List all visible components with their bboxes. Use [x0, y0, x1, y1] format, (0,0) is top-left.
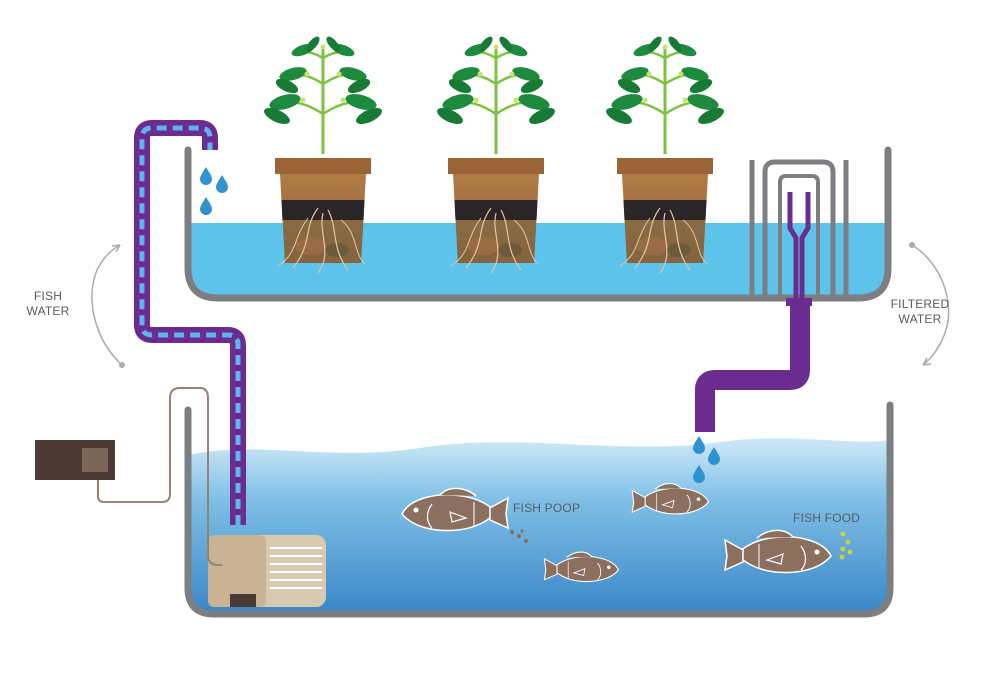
- power-cord: [97, 387, 222, 566]
- cycle-arrow-icon: [91, 244, 125, 368]
- fish-food-pellets: [839, 531, 853, 560]
- cycle-arrow-icon: [909, 242, 950, 366]
- return-pipe: [695, 304, 810, 432]
- fish-water-label-line2: WATER: [26, 304, 70, 318]
- fish-poop-specks: [510, 529, 528, 543]
- filtered-water-label: FILTERED WATER: [880, 297, 960, 327]
- water-drop-icon: [200, 167, 228, 215]
- fish-poop-label: FISH POOP: [513, 501, 581, 515]
- fish-tank-wall: [184, 401, 894, 618]
- grow-bed-water: [188, 223, 888, 298]
- filtered-water-label-line2: WATER: [898, 312, 942, 326]
- fish-water-label-line1: FISH: [33, 289, 63, 303]
- fish-tank-water: [188, 438, 890, 614]
- controller-icon: [35, 440, 115, 480]
- fish-tank: [184, 401, 894, 618]
- filtered-water-label-line1: FILTERED: [890, 297, 950, 311]
- grow-bed: [184, 146, 892, 302]
- fish-water-label: FISH WATER: [18, 289, 78, 319]
- pump-icon: [208, 535, 326, 607]
- supply-pipe: [134, 120, 246, 525]
- grow-bed-wall: [184, 146, 892, 302]
- fish-food-label: FISH FOOD: [793, 511, 861, 525]
- bell-siphon: [749, 159, 849, 306]
